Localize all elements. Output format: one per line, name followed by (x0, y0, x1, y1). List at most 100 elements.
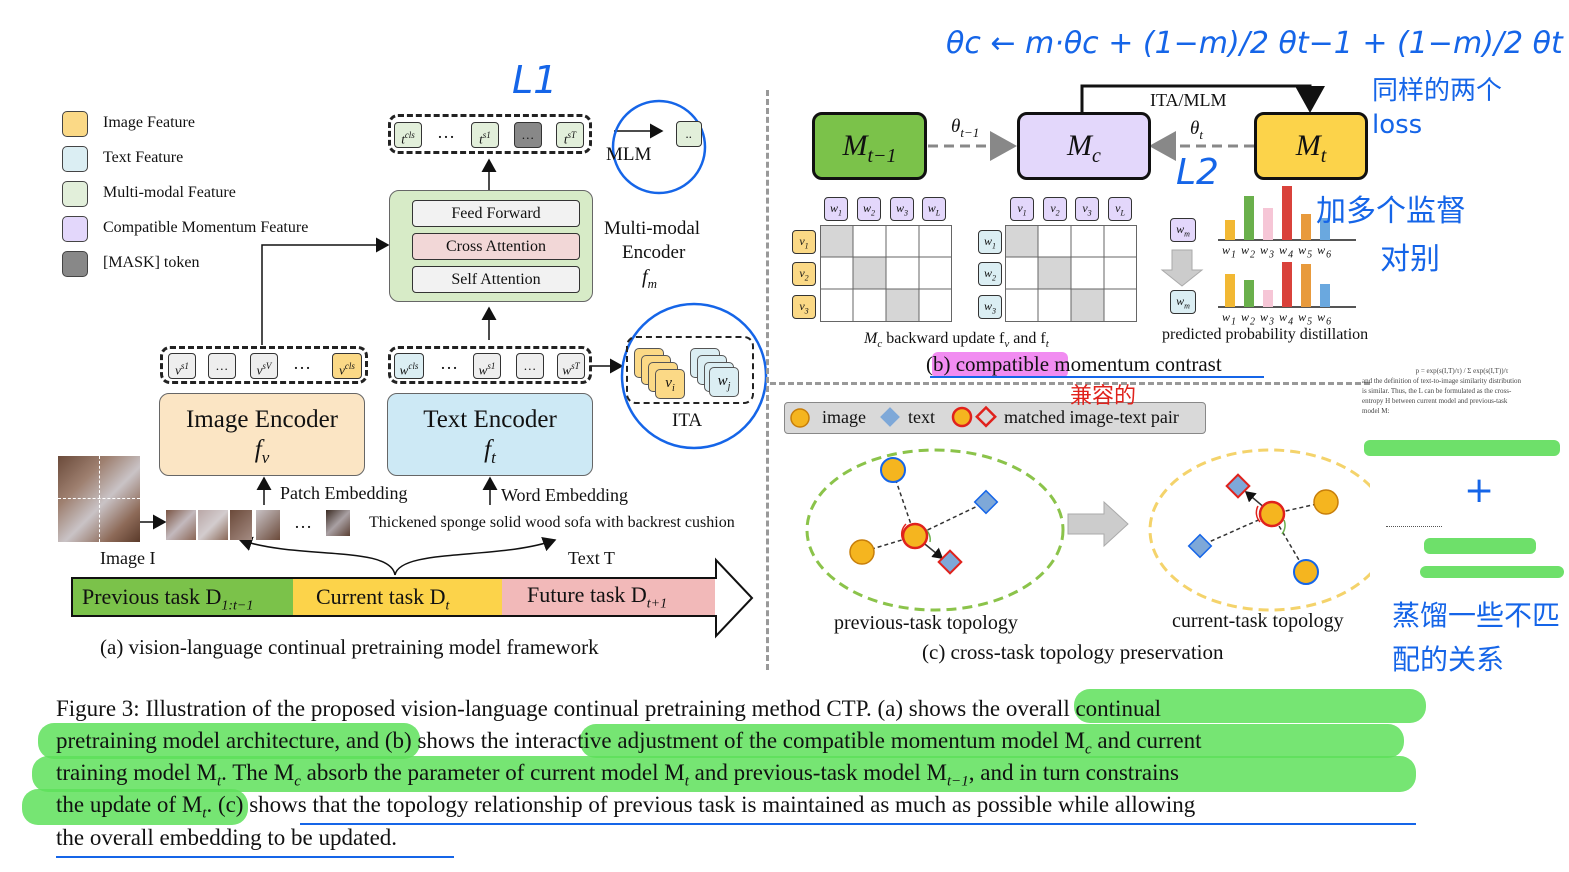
mm-encoder-symbol: fm (642, 266, 657, 291)
highlight-5 (22, 789, 248, 825)
legend-swatch-multimodal (62, 181, 88, 207)
image-patch-4 (256, 510, 280, 540)
legend-swatch-momentum (62, 216, 88, 242)
legend-text-label: text (908, 407, 935, 427)
annotation-same-two-loss: 同样的两个loss (1372, 76, 1503, 140)
patch-embedding-label: Patch Embedding (280, 483, 408, 503)
layer-cross-attention: Cross Attention (412, 233, 580, 260)
annotation-explain: 对别 (1380, 242, 1440, 277)
token-t-st: tsT (556, 122, 584, 148)
annotation-l2: L2 (1176, 152, 1219, 193)
annotation-bottom: 蒸馏一些不匹配的关系 (1392, 599, 1561, 676)
caption-line-3: training model Mt. The Mc absorb the par… (56, 760, 1179, 790)
image-encoder-symbol: fv (254, 436, 270, 467)
side-eq-highlight-3 (1420, 566, 1564, 578)
caption-text: Thickened sponge solid wood sofa with ba… (369, 514, 735, 531)
side-eq-1: p = exp(s(I,T)/τ) / Σ exp(s(I,T))/τ and … (1362, 367, 1522, 415)
caption-line-1: Figure 3: Illustration of the proposed v… (56, 696, 1162, 721)
annotation-formula: θc ← m·θc + (1−m)/2 θt−1 + (1−m)/2 θt (946, 26, 1563, 61)
model-m-t: Mt (1254, 112, 1368, 180)
bar-labels-bottom: w1 w2 w3 w4 w5 w6 (1222, 310, 1333, 328)
token-mlm-out: .. (676, 121, 702, 147)
legend-swatch-text (62, 146, 88, 172)
image-token-row (160, 346, 368, 384)
panel-b-underline (930, 376, 1264, 378)
mlm-label: MLM (606, 144, 652, 165)
ellipsis-3: … (440, 353, 458, 373)
panel-b-caption: (b) compatible momentum contrast (926, 352, 1222, 376)
matrix-caption: Mc backward update fv and ft (864, 330, 1049, 351)
panel-a-caption: (a) vision-language continual pretrainin… (100, 635, 599, 659)
task-current-label: Current task Dt (316, 584, 450, 614)
token-mask: … (514, 122, 542, 148)
image-patch-2 (198, 510, 228, 540)
ellipsis-1: … (437, 122, 455, 142)
token-txt-ellipsis: … (516, 353, 544, 379)
caption-underline-1 (300, 823, 1416, 825)
mm-encoder-label-2: Encoder (622, 242, 686, 263)
topology-diagrams (805, 448, 1370, 612)
sofa-image (58, 456, 140, 542)
separator-horizontal (770, 382, 1370, 385)
theta-right: θt (1190, 118, 1203, 142)
task-current (293, 579, 502, 615)
panel-c-legend-icons (790, 405, 997, 428)
separator-vertical (766, 90, 769, 670)
caption-line-4: the update of Mt. (c) shows that the top… (56, 792, 1196, 822)
cur-topology-label: current-task topology (1172, 610, 1344, 632)
ita-mlm-label: ITA/MLM (1150, 90, 1227, 110)
task-future (502, 579, 715, 615)
caption-line-2: pretraining model architecture, and (b) … (56, 728, 1202, 758)
ellipsis-4: … (294, 512, 312, 532)
highlight-1 (1074, 689, 1426, 723)
model-m-t-minus-1: Mt−1 (812, 112, 927, 180)
legend-swatch-image (62, 111, 88, 137)
token-t-s1: ts1 (471, 122, 499, 148)
model-m-c: Mc (1017, 112, 1151, 180)
annotation-plus: + (1464, 470, 1495, 511)
token-w-st: wsT (557, 353, 585, 379)
token-w-cls: wcls (394, 353, 424, 379)
panel-b-arrows (928, 84, 1356, 308)
text-token-row (388, 346, 592, 384)
side-eq-highlight-1 (1364, 440, 1560, 456)
text-encoder-title: Text Encoder (423, 406, 557, 433)
task-previous (73, 579, 293, 615)
highlight-3 (580, 724, 1404, 758)
text-label: Text T (568, 548, 615, 568)
image-patch-5 (326, 510, 350, 536)
legend-label-text: Text Feature (103, 149, 184, 166)
task-previous-label: Previous task D1:t−1 (82, 584, 254, 614)
token-v-cls: vcls (332, 353, 362, 379)
highlight-pink (932, 352, 1068, 378)
token-v-sv: vsV (250, 353, 278, 379)
bar-labels-top: w1 w2 w3 w4 w5 w6 (1222, 243, 1333, 261)
prev-topology-label: previous-task topology (834, 612, 1018, 634)
highlight-4 (32, 756, 1416, 792)
word-embedding-label: Word Embedding (501, 485, 629, 505)
legend-label-image: Image Feature (103, 114, 195, 131)
image-label: Image I (100, 548, 156, 568)
mm-encoder-label-1: Multi-modal (604, 218, 701, 239)
legend-label-momentum: Compatible Momentum Feature (103, 219, 309, 236)
token-wm-bottom: wm (1170, 290, 1196, 314)
legend-image-label: image (822, 407, 866, 427)
caption-underline-2 (56, 856, 454, 858)
side-eq-highlight-2 (1424, 538, 1536, 554)
side-eq-rule (1386, 526, 1442, 527)
legend-swatch-mask (62, 251, 88, 277)
annotation-compatible: 兼容的 (1070, 384, 1137, 409)
layer-self-attention: Self Attention (412, 266, 580, 293)
image-encoder: Image Encoder fv (159, 393, 365, 476)
token-t-cls: tcls (394, 122, 422, 148)
distill-caption: predicted probability distillation (1162, 326, 1369, 343)
token-wm-top: wm (1170, 218, 1196, 242)
highlight-2 (38, 723, 420, 759)
ellipsis-2: … (293, 353, 311, 373)
ita-label: ITA (672, 410, 703, 431)
annotation-supervision: 加多个监督 (1316, 194, 1466, 229)
layer-feed-forward: Feed Forward (412, 200, 580, 227)
token-w-s1: ws1 (473, 353, 501, 379)
text-encoder-symbol: ft (484, 436, 496, 467)
legend-label-multimodal: Multi-modal Feature (103, 184, 236, 201)
